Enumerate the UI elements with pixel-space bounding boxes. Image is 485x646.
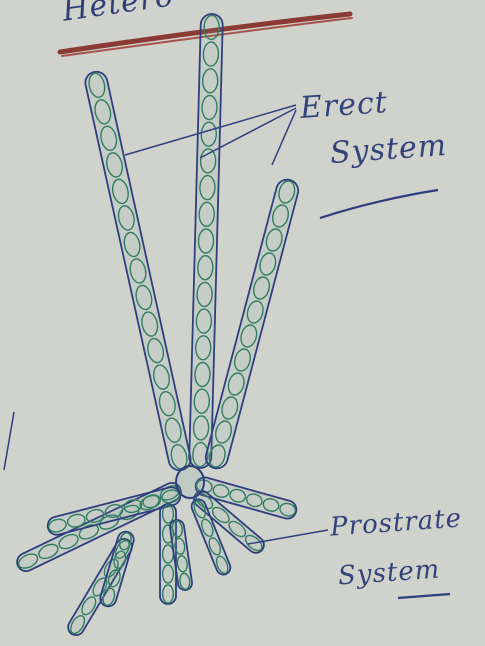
erect-filament-center (189, 14, 223, 469)
erect-label-line1: Erect (299, 85, 389, 126)
erect-filament-left (83, 70, 192, 473)
filaments-group (14, 14, 301, 638)
margin-mark (4, 412, 14, 470)
junction-cell (176, 466, 204, 498)
